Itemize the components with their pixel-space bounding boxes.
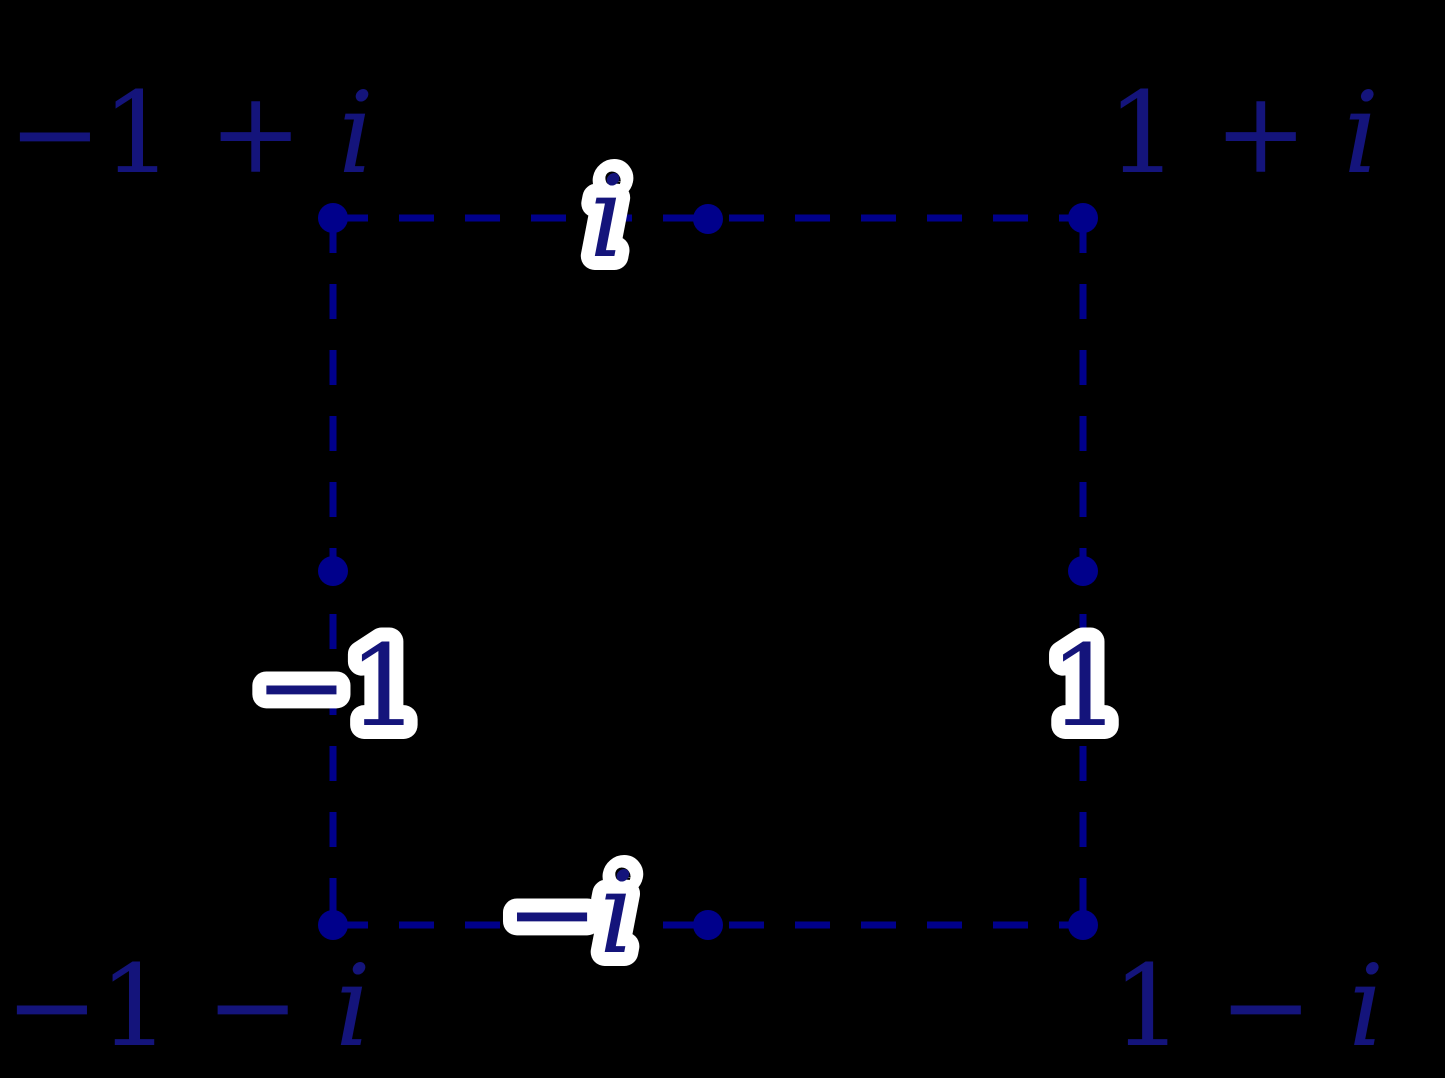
vertex-dot-bottom-left bbox=[318, 910, 348, 940]
vertex-label-1-plus-i-italic: i bbox=[1343, 69, 1379, 199]
vertex-label-1-minus-i-italic: i bbox=[1348, 942, 1384, 1072]
midpoint-label-minus-i: −i bbox=[505, 849, 635, 979]
vertex-dot-top-left bbox=[318, 203, 348, 233]
vertex-label-minus-1-minus-i-italic: i bbox=[335, 942, 371, 1072]
midpoint-label-1: 1 bbox=[1049, 622, 1120, 752]
midpoint-label-i-italic: i bbox=[589, 153, 625, 283]
vertex-label-1-plus-i: 1 + i bbox=[1107, 69, 1379, 199]
midpoint-dot-top bbox=[693, 204, 723, 234]
vertex-label-minus-1-minus-i: −1 − i bbox=[5, 942, 371, 1072]
vertex-dot-top-right bbox=[1068, 203, 1098, 233]
vertex-label-1-minus-i-upright: 1 − bbox=[1112, 942, 1348, 1072]
vertex-dot-bottom-right bbox=[1068, 910, 1098, 940]
midpoint-label-1-upright: 1 bbox=[1049, 622, 1120, 752]
vertex-label-1-plus-i-upright: 1 + bbox=[1107, 69, 1343, 199]
vertex-label-minus-1-minus-i-upright: −1 − bbox=[5, 942, 335, 1072]
midpoint-label-i: i bbox=[589, 153, 625, 283]
vertex-label-minus-1-plus-i-upright: −1 + bbox=[8, 69, 338, 199]
midpoint-label-minus-i-upright: − bbox=[505, 849, 599, 979]
vertex-label-minus-1-plus-i: −1 + i bbox=[8, 69, 374, 199]
midpoint-label-minus-i-italic: i bbox=[599, 849, 635, 979]
vertex-label-1-minus-i: 1 − i bbox=[1112, 942, 1384, 1072]
midpoint-label-minus-1: −1 bbox=[254, 622, 419, 752]
midpoint-dot-bottom bbox=[693, 910, 723, 940]
midpoint-label-minus-1-upright: −1 bbox=[254, 622, 419, 752]
midpoint-dot-right bbox=[1068, 556, 1098, 586]
midpoint-dot-left bbox=[318, 556, 348, 586]
vertex-label-minus-1-plus-i-italic: i bbox=[338, 69, 374, 199]
